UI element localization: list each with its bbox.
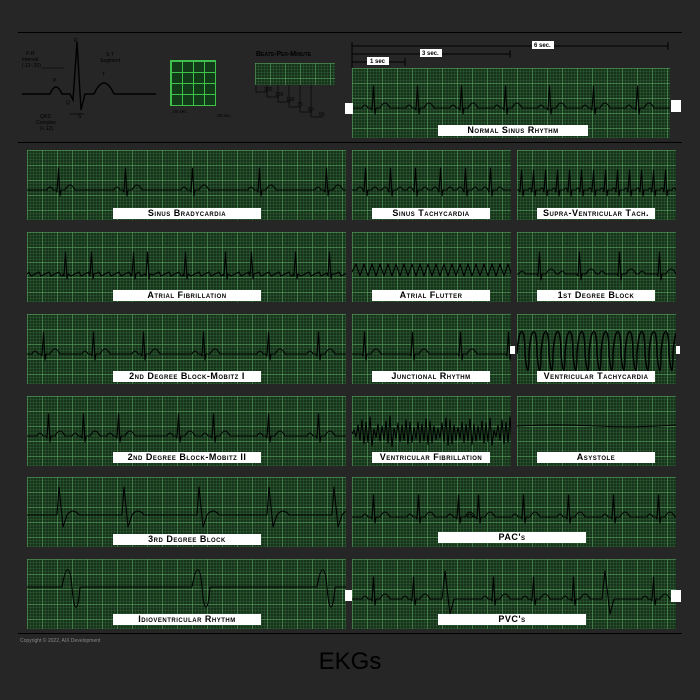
ekg-trace: [27, 486, 346, 528]
ekg-trace: [517, 331, 676, 372]
label-svt: Supra-Ventricular Tach.: [537, 208, 655, 219]
section-rule: [18, 142, 682, 143]
calibration-tab-junctional: [510, 346, 515, 354]
trace-asystole: [517, 424, 676, 428]
label-first-degree: 1st Degree Block: [537, 290, 655, 301]
qrs-label-2: Complex: [36, 120, 56, 126]
label-normal-sinus: Normal Sinus Rhythm: [438, 125, 588, 136]
bottom-rule: [18, 633, 682, 634]
ekg-trace: [27, 413, 346, 443]
strip-idioventricular: [27, 559, 346, 629]
pr-range-label: (.12-.20): [22, 63, 41, 69]
bpm-title: Beats-Per-Minute: [256, 51, 312, 58]
p-label: P: [53, 78, 57, 84]
bpm-strip: [255, 63, 335, 85]
t-label: T: [102, 72, 105, 78]
grid-20-label: .20 sec.: [216, 113, 232, 118]
label-sinus-brady: Sinus Bradycardia: [113, 208, 261, 219]
ekg-trace: [352, 167, 511, 197]
label-third-degree: 3rd Degree Block: [113, 534, 261, 545]
page-title: EKGs: [318, 648, 382, 675]
ekg-trace: [352, 331, 511, 361]
label-vfib: Ventricular Fibrillation: [372, 452, 490, 463]
trace-third-degree: [27, 486, 346, 528]
trace-svt: [517, 169, 676, 197]
ekg-trace: [352, 85, 670, 115]
top-rule: [18, 32, 682, 33]
trace-aflutter: [352, 263, 511, 277]
ekg-trace: [517, 424, 676, 428]
st-segment-label: S-T: [106, 52, 114, 58]
calibration-tab-pvc-left: [345, 590, 353, 601]
grid-scale-labels: .04 sec. .20 sec.: [172, 109, 232, 118]
pqrst-diagram: P-R Interval (.12-.20) R P Q S T S-T Seg…: [22, 38, 156, 132]
trace-sinus-brady: [27, 167, 346, 197]
trace-junctional: [352, 331, 511, 361]
ekg-trace: [517, 251, 676, 281]
ekg-trace: [27, 167, 346, 197]
trace-afib: [27, 251, 346, 280]
ekg-trace: [352, 415, 511, 448]
trace-pacs: [352, 494, 676, 524]
grid-reference-box: [170, 60, 216, 106]
calibration-tab-vtach: [676, 346, 680, 354]
three-sec-label: 3 sec.: [422, 51, 439, 57]
trace-vtach: [517, 331, 676, 372]
calibration-tab-left: [345, 103, 353, 114]
ekg-trace: [27, 251, 346, 280]
ekg-trace: [352, 494, 676, 524]
strip-pacs: [352, 477, 676, 547]
label-asystole: Asystole: [537, 452, 655, 463]
qrs-range-label: (<.12): [40, 126, 54, 132]
trace-sinus-tachy: [352, 167, 511, 197]
st-segment-label-2: Segment: [100, 58, 121, 64]
trace-normal-sinus: [352, 85, 670, 115]
ekg-trace: [27, 331, 346, 361]
qrs-label: QRS: [40, 114, 52, 120]
bpm-value: 100: [286, 97, 295, 103]
calibration-tab-right: [671, 100, 681, 112]
trace-idioventricular: [27, 569, 346, 608]
label-aflutter: Atrial Flutter: [372, 290, 490, 301]
timescale: 1 sec 3 sec. 6 sec.: [351, 41, 669, 68]
label-pvcs: PVC's: [438, 614, 586, 625]
trace-mobitz1: [27, 331, 346, 361]
label-pacs: PAC's: [438, 532, 586, 543]
trace-first-degree: [517, 251, 676, 281]
bpm-value: 150: [275, 92, 284, 98]
label-idioventricular: Idioventricular Rhythm: [113, 614, 261, 625]
label-vtach: Ventricular Tachycardia: [537, 371, 655, 382]
label-mobitz2: 2nd Degree Block-Mobitz II: [113, 452, 261, 463]
grid-04-label: .04 sec.: [172, 109, 188, 114]
label-afib: Atrial Fibrillation: [113, 290, 261, 301]
pr-interval-label-2: Interval: [22, 57, 38, 63]
one-sec-label: 1 sec: [370, 59, 386, 65]
bpm-scale: 300150100756050: [255, 85, 325, 118]
six-sec-label: 6 sec.: [534, 43, 551, 49]
bpm-value: 50: [319, 112, 325, 118]
ekg-trace: [517, 169, 676, 197]
calibration-tab-pvc-right: [671, 590, 681, 602]
s-label: S: [78, 114, 82, 120]
r-label: R: [74, 38, 78, 44]
label-junctional: Junctional Rhythm: [372, 371, 490, 382]
label-mobitz1: 2nd Degree Block-Mobitz I: [113, 371, 261, 382]
trace-vfib: [352, 415, 511, 448]
bpm-value: 300: [264, 87, 273, 93]
pr-interval-label: P-R: [26, 51, 35, 57]
q-label: Q: [66, 100, 70, 106]
ekg-trace: [352, 263, 511, 277]
bpm-reference: Beats-Per-Minute: [256, 51, 312, 58]
label-sinus-tachy: Sinus Tachycardia: [372, 208, 490, 219]
ekg-trace: [352, 570, 676, 615]
ekg-trace: [27, 569, 346, 608]
trace-pvcs: [352, 570, 676, 615]
trace-mobitz2: [27, 413, 346, 443]
copyright-text: Copyright © 2022, AIX Development: [20, 638, 101, 644]
